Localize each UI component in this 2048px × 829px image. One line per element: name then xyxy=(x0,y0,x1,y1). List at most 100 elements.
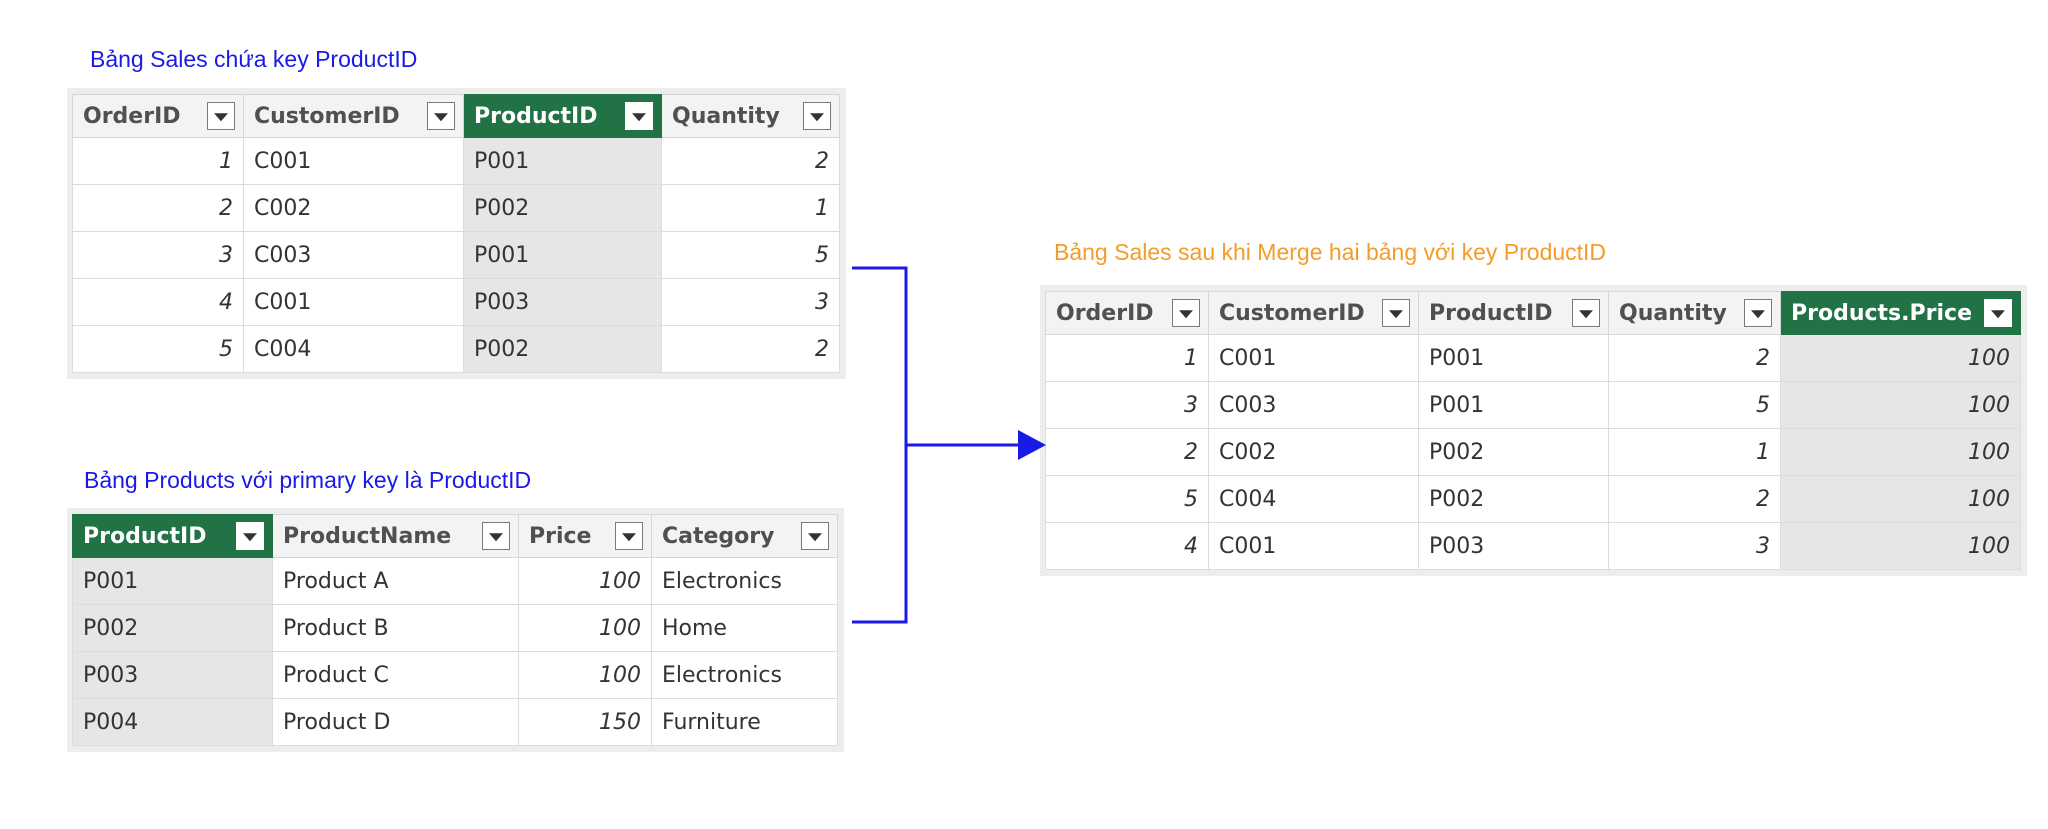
dropdown-icon[interactable] xyxy=(482,522,510,550)
column-header-label: CustomerID xyxy=(1219,300,1365,326)
table-cell: 150 xyxy=(518,698,652,746)
merged-table: OrderID CustomerID ProductID Quantity Pr… xyxy=(1045,291,2021,570)
sales-caption: Bảng Sales chứa key ProductID xyxy=(90,46,418,72)
table-cell: P002 xyxy=(1418,428,1609,476)
dropdown-icon[interactable] xyxy=(1984,299,2012,327)
dropdown-icon[interactable] xyxy=(803,102,831,130)
dropdown-icon[interactable] xyxy=(625,102,653,130)
table-cell: C003 xyxy=(1208,381,1419,429)
table-cell: 100 xyxy=(1780,522,2021,570)
column-header-label: CustomerID xyxy=(254,103,400,129)
products-col-productid[interactable]: ProductID xyxy=(72,514,273,558)
table-cell: C001 xyxy=(243,278,464,326)
column-header-label: ProductID xyxy=(474,103,598,129)
table-cell: 3 xyxy=(1608,522,1781,570)
table-cell: P003 xyxy=(72,651,273,699)
products-col-productname[interactable]: ProductName xyxy=(272,514,519,558)
table-cell: P001 xyxy=(72,557,273,605)
dropdown-icon[interactable] xyxy=(1172,299,1200,327)
merged-caption: Bảng Sales sau khi Merge hai bảng với ke… xyxy=(1054,239,1607,265)
table-cell: 2 xyxy=(1608,475,1781,523)
products-col-category[interactable]: Category xyxy=(651,514,838,558)
column-header-label: Products.Price xyxy=(1791,300,1972,326)
connector-line xyxy=(852,266,908,624)
merged-col-products-price[interactable]: Products.Price xyxy=(1780,291,2021,335)
table-cell: Furniture xyxy=(651,698,838,746)
dropdown-icon[interactable] xyxy=(801,522,829,550)
sales-header-row: OrderID CustomerID ProductID Quantity xyxy=(72,94,840,138)
table-cell: P002 xyxy=(463,325,662,373)
products-header-row: ProductID ProductName Price Category xyxy=(72,514,838,558)
column-header-label: ProductID xyxy=(1429,300,1553,326)
table-cell: 3 xyxy=(661,278,840,326)
column-header-label: OrderID xyxy=(83,103,181,129)
sales-col-orderid[interactable]: OrderID xyxy=(72,94,244,138)
column-header-label: OrderID xyxy=(1056,300,1154,326)
table-cell: 5 xyxy=(1608,381,1781,429)
sales-col-customerid[interactable]: CustomerID xyxy=(243,94,464,138)
table-cell: 1 xyxy=(1608,428,1781,476)
table-cell: C004 xyxy=(243,325,464,373)
table-cell: P002 xyxy=(1418,475,1609,523)
table-cell: C001 xyxy=(243,137,464,185)
table-cell: 5 xyxy=(661,231,840,279)
table-cell: P003 xyxy=(1418,522,1609,570)
dropdown-icon[interactable] xyxy=(615,522,643,550)
table-cell: Electronics xyxy=(651,557,838,605)
table-cell: Product D xyxy=(272,698,519,746)
dropdown-icon[interactable] xyxy=(1744,299,1772,327)
merged-col-quantity[interactable]: Quantity xyxy=(1608,291,1781,335)
column-header-label: ProductID xyxy=(83,523,207,549)
merged-header-row: OrderID CustomerID ProductID Quantity Pr… xyxy=(1045,291,2021,335)
merged-col-customerid[interactable]: CustomerID xyxy=(1208,291,1419,335)
table-cell: 2 xyxy=(1608,334,1781,382)
column-header-label: Category xyxy=(662,523,775,549)
dropdown-icon[interactable] xyxy=(427,102,455,130)
merged-col-orderid[interactable]: OrderID xyxy=(1045,291,1209,335)
products-table: ProductID ProductName Price Category P00… xyxy=(72,514,838,746)
table-cell: 1 xyxy=(661,184,840,232)
sales-col-quantity[interactable]: Quantity xyxy=(661,94,840,138)
table-cell: P004 xyxy=(72,698,273,746)
column-header-label: Price xyxy=(529,523,592,549)
table-cell: C001 xyxy=(1208,334,1419,382)
table-cell: 100 xyxy=(1780,428,2021,476)
merged-col-productid[interactable]: ProductID xyxy=(1418,291,1609,335)
column-header-label: Quantity xyxy=(672,103,780,129)
table-cell: P003 xyxy=(463,278,662,326)
table-cell: 100 xyxy=(1780,475,2021,523)
products-caption: Bảng Products với primary key là Product… xyxy=(84,467,532,493)
table-cell: 2 xyxy=(661,325,840,373)
dropdown-icon[interactable] xyxy=(1572,299,1600,327)
table-cell: P002 xyxy=(463,184,662,232)
column-header-label: ProductName xyxy=(283,523,452,549)
table-cell: 5 xyxy=(72,325,244,373)
table-cell: 5 xyxy=(1045,475,1209,523)
arrow-head-icon xyxy=(1018,430,1046,460)
column-header-label: Quantity xyxy=(1619,300,1727,326)
table-cell: C001 xyxy=(1208,522,1419,570)
dropdown-icon[interactable] xyxy=(207,102,235,130)
table-cell: C003 xyxy=(243,231,464,279)
merged-table-container: OrderID CustomerID ProductID Quantity Pr… xyxy=(1040,285,2027,576)
dropdown-icon[interactable] xyxy=(236,522,264,550)
table-cell: 100 xyxy=(1780,334,2021,382)
dropdown-icon[interactable] xyxy=(1382,299,1410,327)
products-table-container: ProductID ProductName Price Category P00… xyxy=(67,508,844,752)
table-cell: Electronics xyxy=(651,651,838,699)
sales-col-productid[interactable]: ProductID xyxy=(463,94,662,138)
products-col-price[interactable]: Price xyxy=(518,514,652,558)
